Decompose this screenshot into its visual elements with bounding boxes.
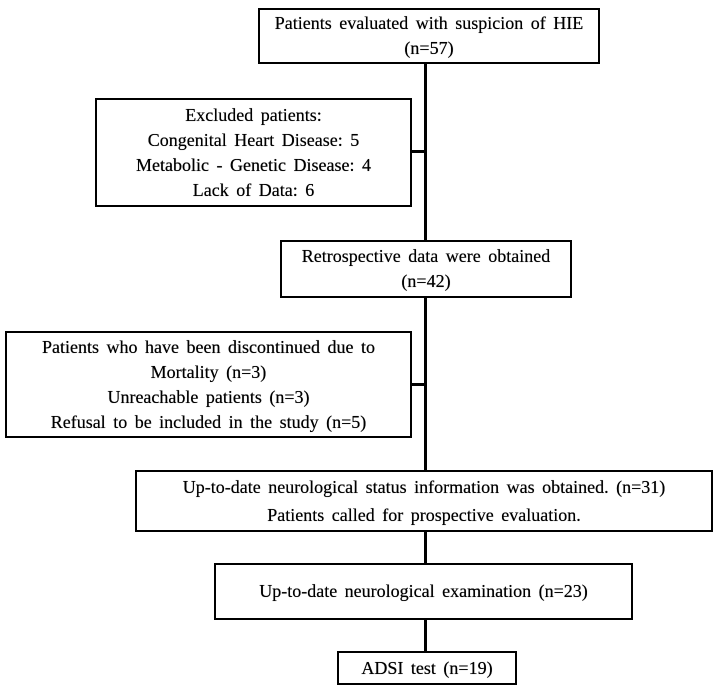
node-retrospective-line-2: (n=42): [401, 271, 451, 291]
connector-excluded-stub: [410, 150, 426, 153]
node-status-line-2: Patients called for prospective evaluati…: [267, 505, 581, 525]
node-examination-line-1: Up-to-date neurological examination (n=2…: [259, 581, 588, 601]
node-excluded-line-3: Metabolic - Genetic Disease: 4: [136, 154, 371, 175]
node-retrospective-line-1: Retrospective data were obtained: [301, 246, 551, 266]
node-discontinued-line-1: Patients who have been discontinued due …: [42, 336, 375, 357]
node-suspicion-line-1: Patients evaluated with suspicion of HIE: [274, 13, 584, 33]
node-adsi: ADSI test (n=19): [337, 651, 517, 685]
node-excluded-line-2: Congenital Heart Disease: 5: [147, 129, 360, 150]
node-status-line-1: Up-to-date neurological status informati…: [182, 477, 666, 497]
connector-status-to-examination: [424, 530, 427, 565]
node-excluded-line-1: Excluded patients:: [185, 104, 322, 125]
node-adsi-line-1: ADSI test (n=19): [361, 657, 493, 678]
node-status: Up-to-date neurological status informati…: [135, 470, 713, 532]
connector-examination-to-adsi: [424, 618, 427, 653]
node-discontinued-line-4: Refusal to be included in the study (n=5…: [50, 411, 367, 432]
node-retrospective: Retrospective data were obtained (n=42): [280, 240, 572, 298]
node-excluded: Excluded patients: Congenital Heart Dise…: [95, 98, 412, 207]
node-examination: Up-to-date neurological examination (n=2…: [214, 563, 633, 620]
node-discontinued-line-3: Unreachable patients (n=3): [107, 386, 310, 407]
node-excluded-line-4: Lack of Data: 6: [192, 179, 315, 200]
node-discontinued: Patients who have been discontinued due …: [5, 331, 412, 438]
connector-discontinued-stub: [410, 383, 426, 386]
node-suspicion: Patients evaluated with suspicion of HIE…: [258, 8, 600, 64]
node-discontinued-line-2: Mortality (n=3): [150, 361, 267, 382]
node-suspicion-line-2: (n=57): [404, 38, 454, 58]
